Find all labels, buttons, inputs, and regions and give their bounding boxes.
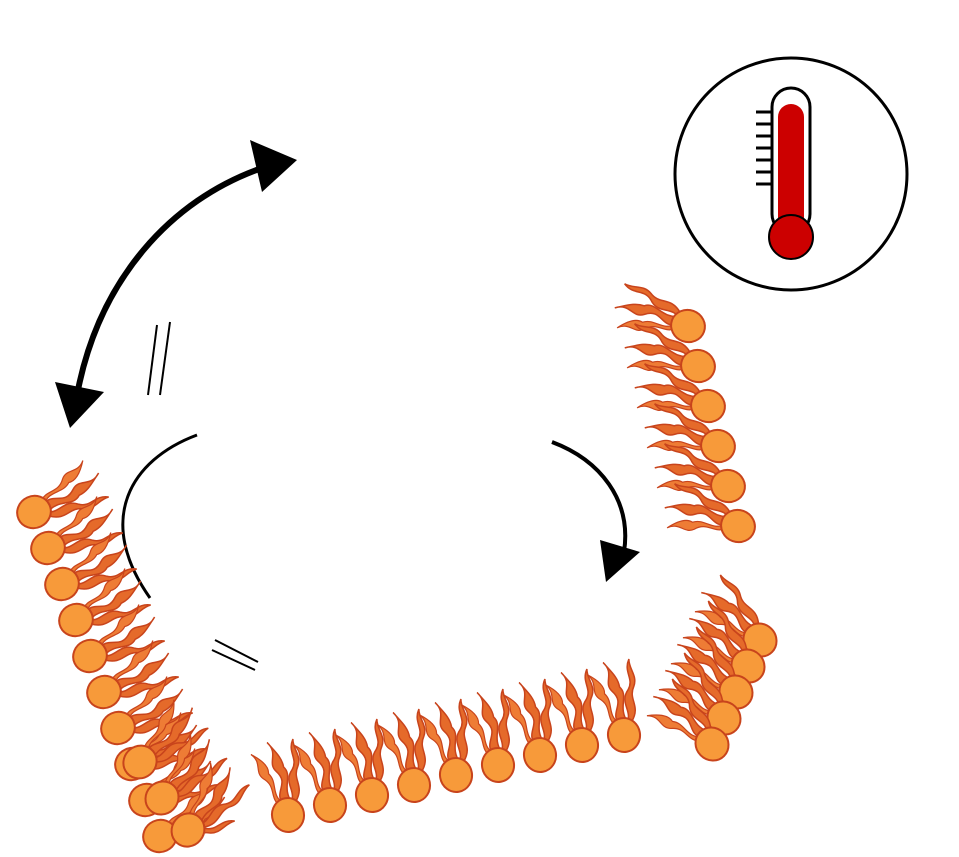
thermometer-icon bbox=[673, 56, 909, 292]
curved-arrow-icon bbox=[551, 440, 640, 582]
right-upper-monolayer-lipid bbox=[657, 480, 762, 558]
double-headed-arrow-icon bbox=[55, 140, 297, 428]
broken-arc-icon bbox=[121, 321, 259, 671]
lipid-layer bbox=[6, 280, 788, 857]
